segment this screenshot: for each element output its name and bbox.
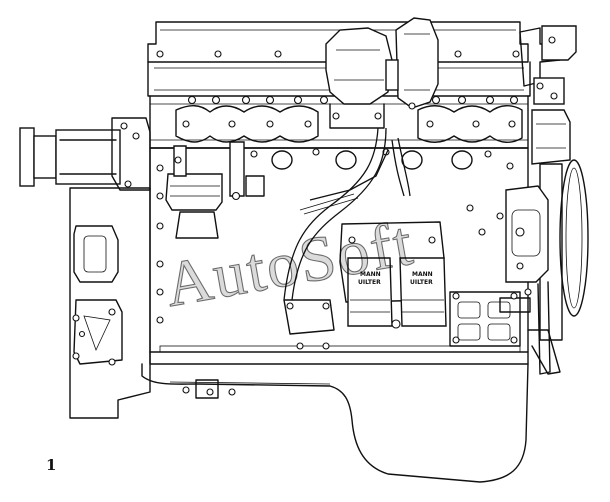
- filter-label-left-line2: UILTER: [358, 279, 381, 286]
- fuel-pump-bracket: [245, 175, 335, 350]
- oil-sump: [141, 363, 529, 483]
- oil-filter-assembly: MANN UILTER MANN UILTER: [339, 221, 447, 329]
- front-pulleys: [527, 159, 589, 375]
- head-bolts: [156, 50, 520, 105]
- filter-label-left-line1: MANN: [360, 271, 381, 278]
- cylinder-head: [147, 21, 531, 149]
- filter-label-right-line2: UILTER: [410, 279, 433, 286]
- dipstick: [537, 281, 551, 375]
- pto-flange: [19, 117, 151, 191]
- exhaust-manifold: [175, 105, 523, 143]
- air-compressor: [156, 141, 245, 324]
- alternator: [499, 185, 549, 313]
- oil-cooler: [449, 204, 521, 347]
- flywheel-housing: [69, 187, 151, 419]
- turbocharger: [325, 17, 439, 129]
- intake-ports: [250, 148, 514, 170]
- figure-number: 1: [46, 456, 56, 474]
- filter-label-right-line1: MANN: [412, 271, 433, 278]
- intake-right: [519, 25, 577, 165]
- coolant-hoses: [283, 127, 411, 301]
